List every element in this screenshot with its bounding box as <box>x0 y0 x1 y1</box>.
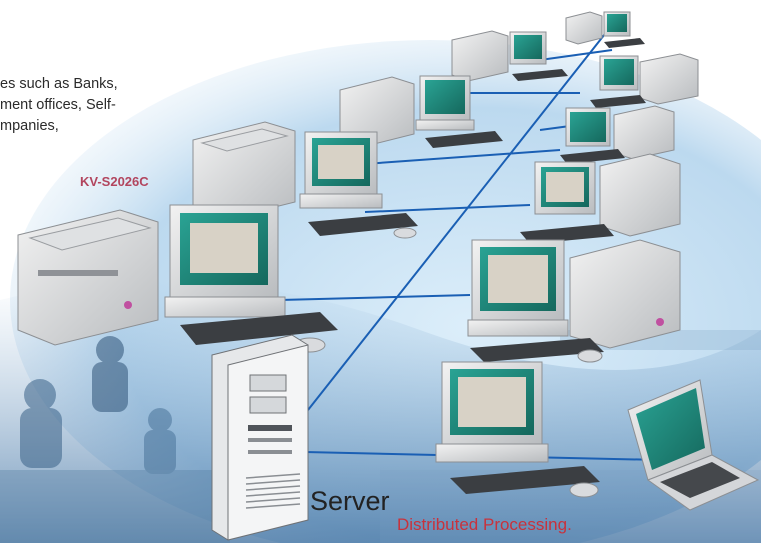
scanner <box>565 11 603 45</box>
intro-line: mpanies, <box>0 118 59 134</box>
link-line <box>539 49 613 61</box>
computer-workstation <box>590 55 646 108</box>
caption: Distributed Processing. <box>397 515 572 534</box>
computer-workstation <box>164 204 338 353</box>
scanner <box>451 30 509 82</box>
scanner <box>613 105 675 160</box>
scanner-model-label: KV-S2026C <box>80 174 149 189</box>
computer-workstation <box>415 75 503 148</box>
intro-line: es such as Banks, <box>0 76 118 92</box>
laptop <box>627 379 760 511</box>
computer-workstation <box>509 31 568 81</box>
computer-workstation <box>299 131 418 239</box>
intro-line: ment offices, Self- <box>0 97 116 113</box>
backbone-line <box>307 24 613 411</box>
scanner <box>639 53 699 105</box>
link-line <box>364 204 531 213</box>
computer-workstation <box>560 107 625 164</box>
scanner <box>569 239 681 349</box>
computer-workstation <box>603 11 645 48</box>
computer-workstation <box>467 239 604 363</box>
link-line <box>349 149 561 166</box>
scanner <box>599 153 681 237</box>
link-line <box>279 294 471 301</box>
computer-workstation <box>520 161 614 244</box>
scanner <box>17 209 159 346</box>
server-tower <box>211 334 309 541</box>
intro-text: es such as Banks, ment offices, Self-mpan… <box>0 74 118 137</box>
computer-workstation <box>435 361 600 498</box>
server-label: Server <box>310 486 390 516</box>
